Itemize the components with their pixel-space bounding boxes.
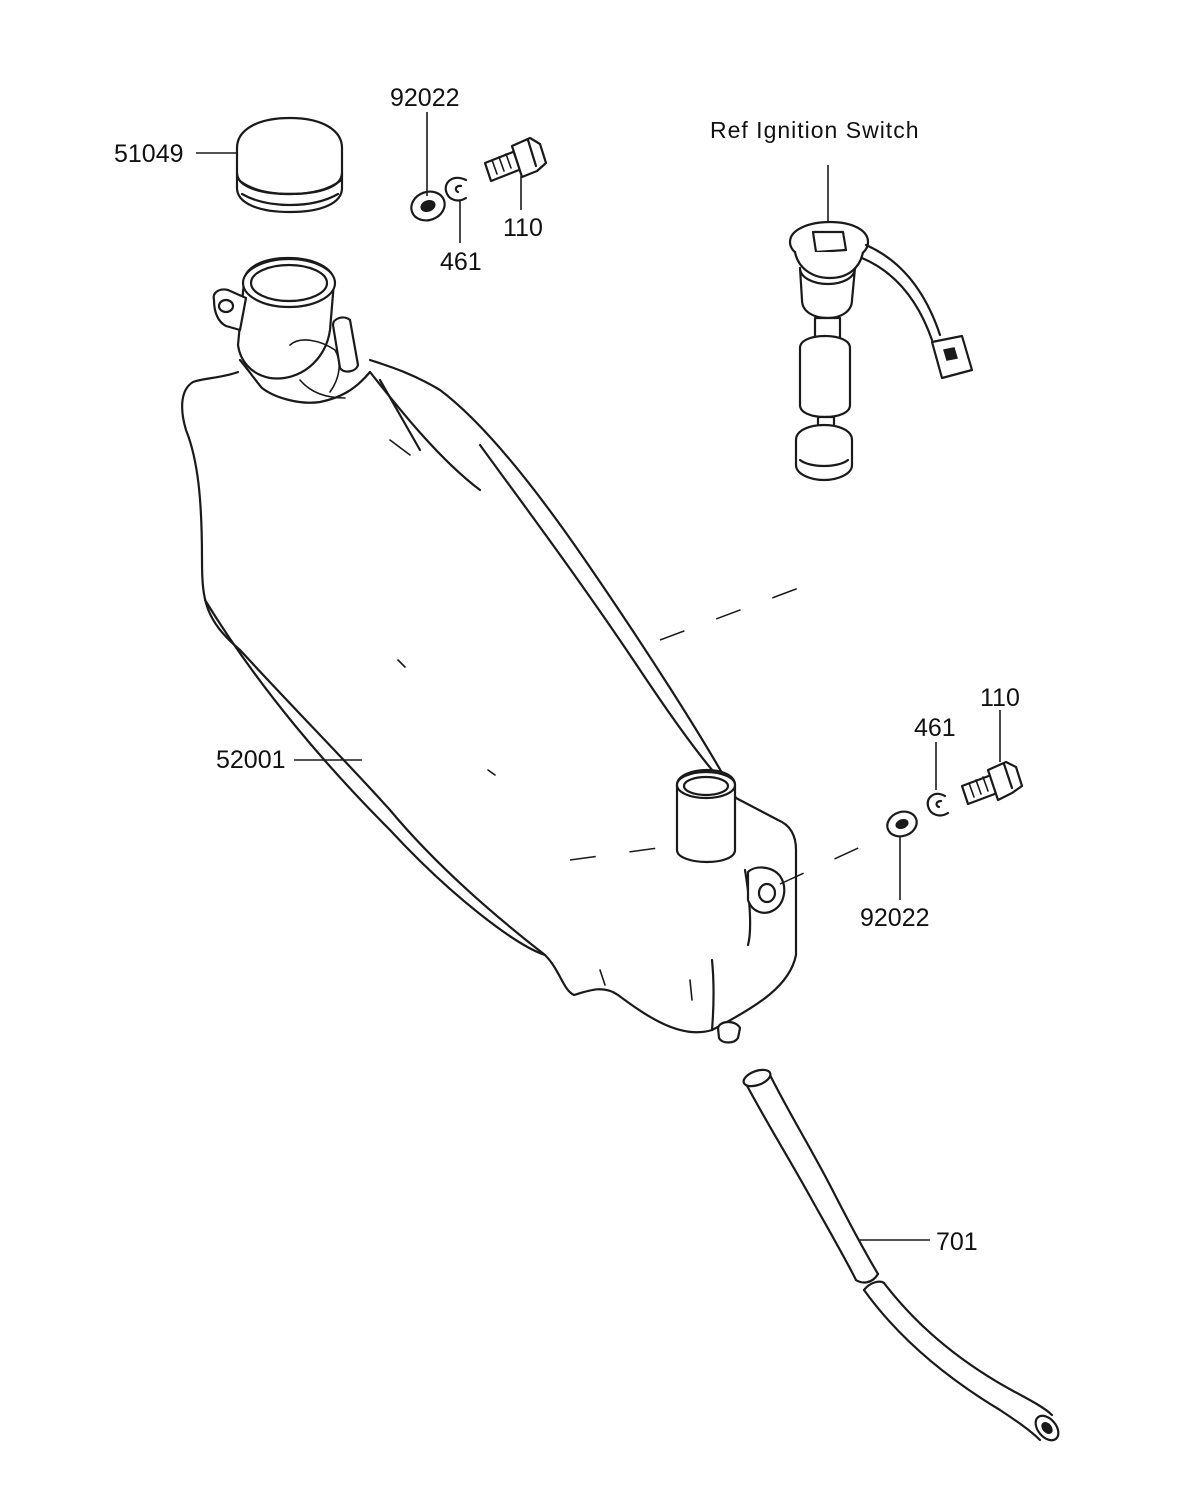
washer-right	[886, 810, 918, 838]
ignition-switch-assembly	[788, 220, 974, 482]
bolt-top	[483, 136, 548, 183]
clip-top	[444, 176, 468, 202]
mount-centerline	[779, 837, 881, 885]
bolt-right	[960, 760, 1024, 806]
reservoir-tank	[181, 256, 798, 1044]
label-ignition-switch-ref: Ref Ignition Switch	[710, 117, 919, 143]
label-cap: 51049	[114, 140, 184, 168]
clip-right	[926, 792, 950, 817]
label-tank: 52001	[216, 746, 286, 774]
label-clip-top: 461	[440, 248, 482, 276]
label-clip-right: 461	[914, 714, 956, 742]
label-washer-top: 92022	[390, 84, 460, 112]
label-washer-right: 92022	[860, 904, 930, 932]
tank-cap	[235, 116, 344, 214]
switch-centerline	[659, 579, 821, 641]
label-bolt-top: 110	[503, 214, 543, 242]
label-hose: 701	[936, 1228, 978, 1256]
drain-hose	[742, 1068, 1060, 1442]
washer-top	[410, 190, 446, 222]
label-bolt-right: 110	[980, 684, 1020, 712]
